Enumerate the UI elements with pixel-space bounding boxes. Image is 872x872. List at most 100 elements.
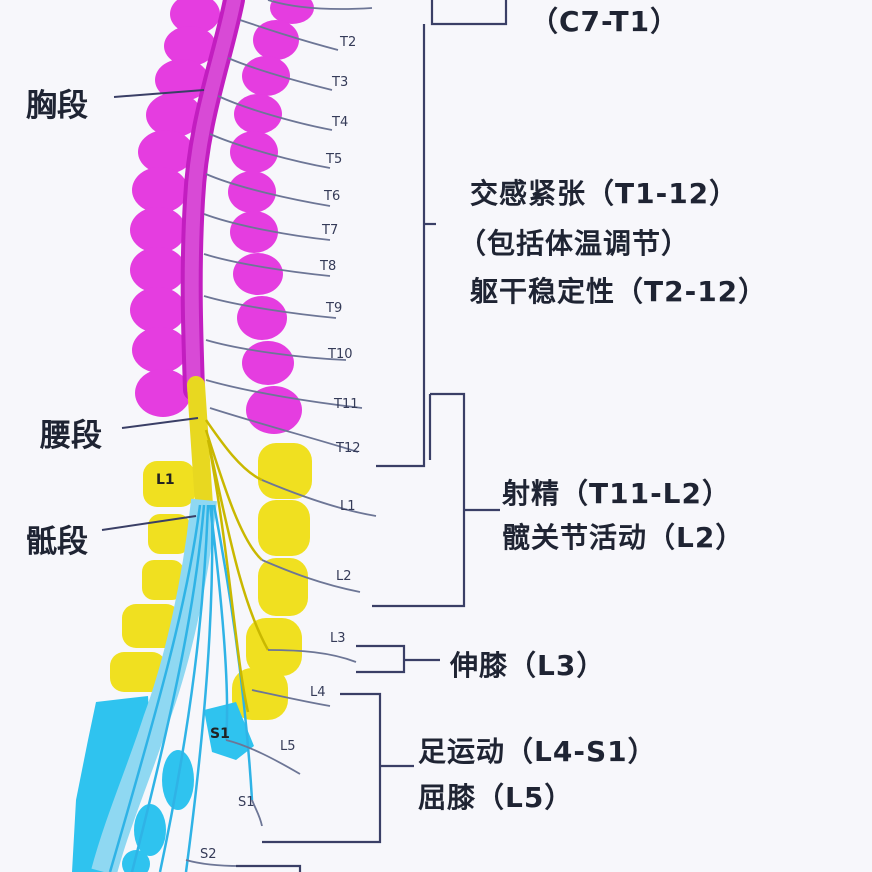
nerve-label: S1: [238, 795, 255, 810]
nerve-root: [108, 504, 202, 872]
nerve-line: [209, 407, 359, 453]
cauda-equina: [108, 504, 254, 872]
vertebra: [148, 514, 190, 554]
nerve-root: [204, 429, 263, 561]
bracket-c7-t1: [430, 0, 508, 26]
vertebra: [134, 804, 166, 856]
function-sympathetic: 交感紧张（T1-12）: [470, 177, 739, 210]
vertebra: [270, 0, 314, 24]
nerve-line: [217, 95, 333, 131]
function-trunk-stability: 躯干稳定性（T2-12）: [470, 275, 768, 308]
vertebra: [135, 369, 191, 417]
nerve-line: [203, 213, 331, 241]
vertebra-label: S1: [210, 726, 230, 742]
nerve-label: T11: [333, 397, 358, 412]
function-knee-flexion: 屈膝（L5）: [418, 781, 574, 814]
cord-thoracic-core: [184, 0, 241, 397]
nerve-line: [261, 479, 377, 517]
nerve-root: [208, 504, 229, 741]
vertebra: [130, 207, 186, 253]
bracket-l3: [356, 644, 406, 674]
bracket-s2: [236, 864, 302, 872]
vertebra: [132, 167, 188, 213]
nerve-label: T2: [339, 35, 356, 50]
nerve-label-layer: T2T3T4T5T6T7T8T9T10T11T12L1L2L3L4L5S1S2L…: [156, 35, 360, 862]
nerve-line: [267, 649, 357, 663]
pointer-lumbar: [121, 417, 199, 429]
function-foot-movement: 足运动（L4-S1）: [418, 735, 657, 768]
brackets: [236, 0, 508, 872]
vertebra: [230, 131, 278, 173]
nerve-line: [267, 0, 373, 10]
nerve-line: [209, 133, 331, 169]
nerve-root: [208, 449, 250, 713]
function-hip-activity: 髋关节活动（L2）: [502, 521, 745, 554]
segment-label-thoracic: 胸段: [26, 88, 88, 124]
vertebra: [130, 247, 186, 293]
function-thermoregulation: （包括体温调节）: [458, 227, 691, 260]
vertebra: [233, 253, 283, 295]
bracket-thoracic: [376, 24, 426, 468]
vertebra: [258, 500, 310, 556]
nerve-line: [251, 689, 331, 707]
cord-lumbar: [187, 376, 213, 514]
nerve-line: [205, 379, 363, 409]
vertebra: [258, 558, 308, 616]
right-vertebrae-column: [204, 0, 314, 760]
nerve-root: [130, 504, 206, 872]
nerve-label: L1: [340, 499, 356, 514]
vertebra: [234, 94, 282, 134]
vertebra: [230, 211, 278, 253]
function-knee-extension: 伸膝（L3）: [450, 649, 606, 682]
nerve-label: T9: [325, 301, 342, 316]
left-vertebrae-column: [72, 0, 220, 872]
function-ejaculation: 射精（T11-L2）: [502, 477, 732, 510]
vertebra: [138, 130, 194, 174]
nerve-label: T8: [319, 259, 336, 274]
nerve-label: T7: [321, 223, 338, 238]
vertebra: [242, 341, 294, 385]
nerve-lines: [185, 0, 377, 867]
nerve-label: T3: [331, 75, 348, 90]
segment-label-lumbar: 腰段: [40, 418, 102, 454]
nerve-label: T6: [323, 189, 340, 204]
nerve-line: [205, 173, 331, 207]
sacrum: [72, 696, 150, 872]
vertebra: [110, 652, 166, 692]
vertebra: [228, 171, 276, 213]
nerve-line: [239, 19, 339, 51]
lumbar-roots: [204, 419, 270, 713]
nerve-line: [185, 859, 241, 867]
vertebra: [246, 618, 302, 676]
vertebra-label: L1: [156, 472, 175, 488]
nerve-label: T10: [327, 347, 352, 362]
nerve-label: L3: [330, 631, 346, 646]
bracket-l4-s1: [262, 692, 382, 844]
nerve-line: [203, 295, 337, 319]
nerve-root: [184, 504, 214, 872]
nerve-label: T4: [331, 115, 348, 130]
nerve-label: L5: [280, 739, 296, 754]
nerve-root: [158, 504, 210, 872]
cord-sacral: [91, 498, 217, 872]
vertebra: [122, 604, 180, 648]
nerve-label: T12: [335, 441, 360, 456]
nerve-label: S2: [200, 847, 217, 862]
segment-label-sacral: 骶段: [26, 524, 88, 560]
pointer-sacral: [101, 515, 197, 531]
vertebra: [242, 56, 290, 96]
nerve-label: T5: [325, 152, 342, 167]
nerve-label: L4: [310, 685, 326, 700]
bracket-t11-l2: [372, 392, 466, 608]
function-c7-t1: （C7-T1）: [530, 5, 680, 38]
nerve-line: [261, 559, 361, 593]
nerve-line: [225, 739, 301, 775]
vertebra: [170, 0, 220, 34]
vertebra: [130, 287, 186, 333]
vertebra: [253, 20, 299, 60]
vertebra: [143, 461, 195, 507]
vertebra: [132, 327, 188, 373]
nerve-line: [203, 253, 331, 277]
